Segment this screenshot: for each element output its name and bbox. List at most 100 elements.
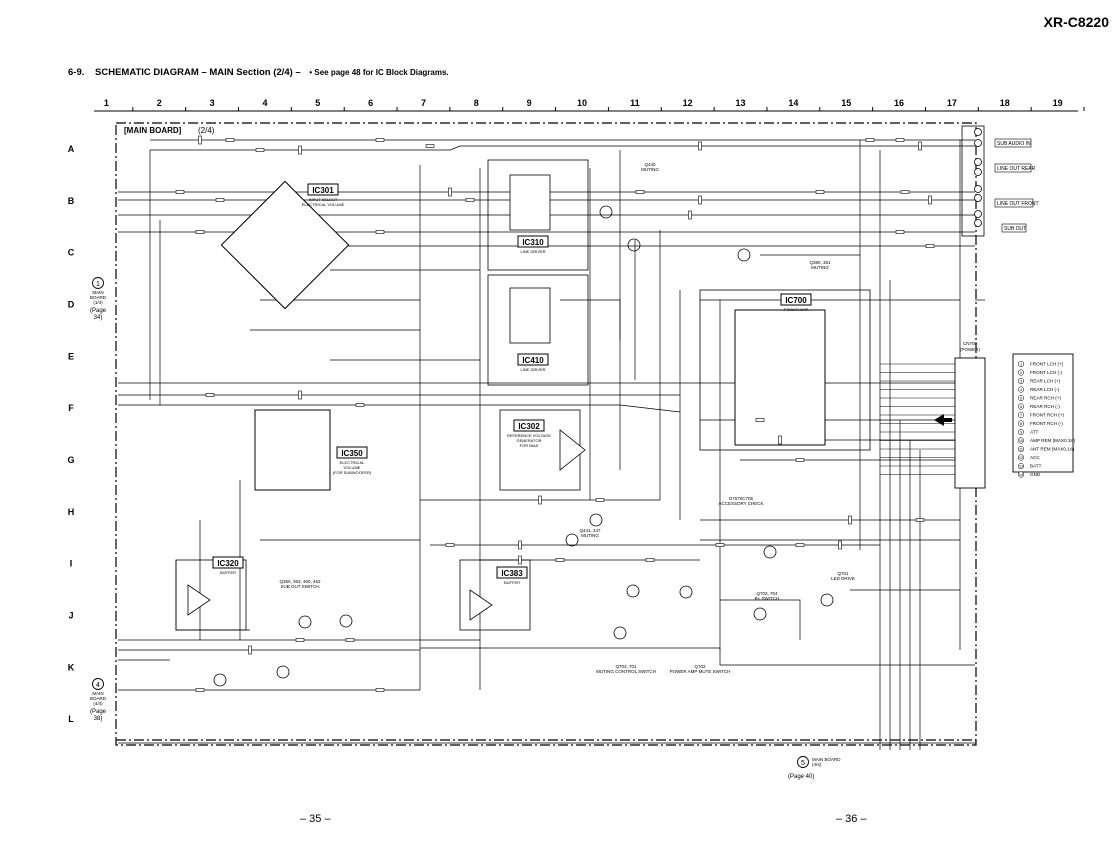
component-symbol [918, 141, 922, 151]
connector-pin-label: FRONT RCH (+) [1030, 413, 1064, 418]
offpage1-l1: MAIN [92, 290, 103, 295]
transistor-symbol [820, 593, 834, 607]
connector-pin-number: 5 [1020, 397, 1022, 401]
transistor-symbol [627, 238, 641, 252]
ic-700: IC700 POWER AMP [699, 289, 871, 451]
column-label: 11 [630, 98, 640, 108]
line-out-front-label: LINE OUT FRONT [997, 201, 1039, 207]
ic700-ref: IC700 [785, 296, 807, 305]
connector-pin-label: AMP REM (MAX0.3A) [1030, 438, 1076, 443]
connector-pin-circle [1017, 360, 1025, 368]
connector-pin-number: 14 [1019, 473, 1023, 477]
ic301-desc-2: ELECTRICAL VOLUME [302, 202, 345, 207]
ic350-desc-1: ELECTRICAL [340, 460, 365, 465]
component-symbol [225, 138, 235, 142]
ic383-desc: BUFFER [504, 580, 520, 585]
ic310-desc: LINE DRIVER [520, 249, 545, 254]
connector-pin-label: FRONT RCH (-) [1030, 421, 1063, 426]
offpage1-l4: (Page [90, 308, 107, 314]
column-label: 8 [474, 98, 479, 108]
page-title: 6-9. SCHEMATIC DIAGRAM – MAIN Section (2… [68, 67, 449, 78]
component-symbol [698, 141, 702, 151]
rca-jacks [961, 125, 985, 237]
connector-pin-circle [1017, 386, 1025, 393]
row-label: F [68, 403, 74, 413]
connector-pin-label: REAR LCH (+) [1030, 379, 1061, 384]
offpage4-l2: BOARD [90, 696, 107, 701]
arrow-icon [934, 414, 952, 426]
component-symbol [895, 230, 905, 234]
d707-label: D707/IC705 [729, 496, 754, 501]
column-label: 9 [527, 98, 532, 108]
line-out-rear-label: LINE OUT REAR [997, 166, 1036, 172]
column-label: 15 [841, 98, 851, 108]
q702-sub: POWER AMP MUTE SWITCH [670, 669, 731, 674]
connector-pin-number: 4 [1020, 388, 1022, 392]
row-label: B [68, 196, 75, 206]
component-symbol [778, 435, 782, 445]
ic410-desc: LINE DRIVER [520, 367, 545, 372]
column-label: 16 [894, 98, 904, 108]
connector-pin-label: REAR LCH (-) [1030, 387, 1060, 392]
rca-jack-circle [974, 194, 982, 202]
component-symbol [445, 543, 455, 547]
row-label: D [68, 299, 75, 309]
component-symbol [518, 555, 522, 565]
component-symbol [838, 540, 842, 550]
transistor-captions: Q360, 363, 460, 462 SUB OUT SWITCH Q703,… [279, 162, 854, 674]
offpage-ref-5: 5 MAIN BOARD (4/4) (Page 40) [788, 756, 841, 780]
ic-302: IC302 REFERENCE VOLTAGE GENERATOR FOR BI… [499, 409, 586, 491]
ic310-ref: IC310 [522, 238, 544, 247]
q360-label: Q360, 363, 460, 462 [279, 579, 321, 584]
component-symbol [205, 393, 215, 397]
connector-pin-number: 12 [1019, 456, 1023, 460]
connector-pin-circle [1017, 445, 1025, 453]
column-label: 13 [736, 98, 746, 108]
connector-pin-number: 3 [1020, 380, 1022, 384]
component-symbol [518, 540, 522, 550]
component-symbol [298, 145, 302, 155]
connector-pin-circle [1017, 462, 1025, 470]
component-symbol [195, 230, 205, 234]
offpage5-num: 5 [801, 760, 805, 767]
ic700-desc: POWER AMP [784, 307, 809, 312]
connector-pin-label: GND [1030, 472, 1041, 477]
connector-pin-number: 9 [1020, 431, 1022, 435]
component-symbol [900, 190, 910, 194]
component-symbol [928, 195, 932, 205]
transistors [213, 205, 834, 687]
column-label: 19 [1053, 98, 1063, 108]
component-symbol [345, 638, 355, 642]
component-symbol [355, 403, 365, 407]
component-symbol [815, 190, 825, 194]
offpage5-l2: (4/4) [812, 762, 822, 767]
column-label: 5 [315, 98, 320, 108]
ic320-ref: IC320 [217, 559, 239, 568]
component-symbol [175, 190, 185, 194]
row-label: I [70, 559, 73, 569]
row-label: A [68, 144, 75, 154]
ic-301: IC301 INPUT SELECT ELECTRICAL VOLUME [220, 180, 350, 310]
transistor-symbol [626, 584, 640, 598]
connector-pin-number: 6 [1020, 405, 1022, 409]
connector-pin-number: 1 [1020, 363, 1022, 367]
column-label: 1 [104, 98, 109, 108]
component-symbol [635, 190, 645, 194]
offpage1-num: 1 [96, 281, 100, 288]
q703-701-sub: MUTING CONTROL SWITCH [596, 669, 656, 674]
connector-pin-circle [1017, 369, 1025, 376]
connector-pin-circle [1017, 420, 1025, 427]
connector-pin-circle [1017, 377, 1025, 385]
offpage4-l1: MAIN [92, 691, 103, 696]
transistor-symbol [276, 665, 290, 679]
transistor-symbol [298, 615, 312, 629]
row-label: H [68, 507, 75, 517]
component-symbol [645, 558, 655, 562]
row-label: C [68, 248, 75, 258]
connector-pin-number: 2 [1020, 371, 1022, 375]
q440-sub: MUTING [641, 167, 659, 172]
cn700-ref: CN700 [963, 341, 978, 346]
connector-pin-circle [1017, 403, 1025, 410]
connector-pin-number: 8 [1020, 422, 1022, 426]
